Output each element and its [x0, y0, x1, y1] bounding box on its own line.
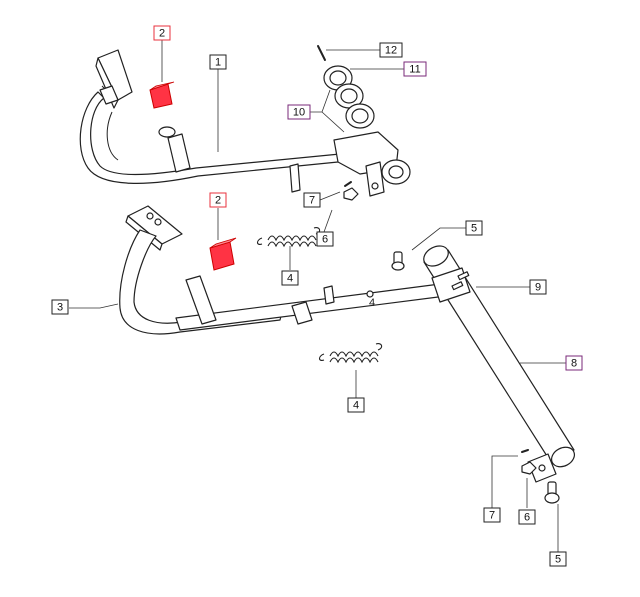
return-spring-top: [256, 227, 321, 248]
callout-label: 12: [385, 45, 397, 57]
callout-4-bottom: 4: [347, 397, 365, 413]
callout-box: [281, 270, 299, 286]
callout-2-mid: 2: [209, 192, 227, 208]
callout-4-top: 4: [281, 270, 299, 286]
callout-label: 2: [215, 195, 221, 207]
callout-9: 9: [529, 279, 547, 295]
callout-7-bottom: 7: [483, 507, 501, 523]
callout-label: 6: [524, 512, 530, 524]
callout-8: 8: [565, 355, 583, 371]
bolt-bottom: [544, 481, 560, 504]
spring-hook-label: 4: [369, 297, 375, 309]
bolt-top: [391, 251, 405, 271]
callout-box: [379, 42, 403, 58]
callout-box: [465, 220, 483, 236]
callout-3: 3: [51, 299, 69, 315]
callout-label: 7: [489, 510, 495, 522]
callout-label: 5: [555, 554, 561, 566]
callout-box: [316, 231, 334, 247]
callout-box: [153, 25, 171, 41]
leader-lines: [69, 40, 566, 552]
callout-label: 9: [535, 282, 541, 294]
callout-5-top: 5: [465, 220, 483, 236]
callout-box: [347, 397, 365, 413]
callout-box: [529, 279, 547, 295]
callout-box: [51, 299, 69, 315]
roll-pin-top: [317, 45, 326, 61]
callout-box: [209, 54, 227, 70]
callout-11: 11: [403, 61, 427, 77]
clip-and-nut-top: [343, 181, 359, 201]
clip-and-nut-bottom: [521, 449, 537, 475]
callout-label: 4: [287, 273, 293, 285]
callout-6-top: 6: [316, 231, 334, 247]
return-spring-bottom: [318, 343, 383, 364]
callout-box: [303, 192, 321, 208]
callout-5-bottom: 5: [549, 551, 567, 567]
callout-1: 1: [209, 54, 227, 70]
callout-label: 7: [309, 195, 315, 207]
callout-box: [565, 355, 583, 371]
callout-label: 2: [159, 28, 165, 40]
callout-box: [287, 104, 311, 120]
callout-box: [549, 551, 567, 567]
callout-label: 8: [571, 358, 577, 370]
lower-pedal-arm: [119, 205, 447, 335]
callout-box: [403, 61, 427, 77]
pedal-pad-top: [149, 81, 175, 109]
washer-stack: [323, 65, 375, 129]
cross-shaft: [423, 245, 576, 483]
callout-label: 3: [57, 302, 63, 314]
callout-box: [518, 509, 536, 525]
callout-2-top: 2: [153, 25, 171, 41]
callout-layer: 2 1 12 11 10 2 7 6 4 5 9 3 8 4 7 6 5: [51, 25, 583, 567]
callout-label: 4: [353, 400, 359, 412]
callout-12: 12: [379, 42, 403, 58]
callout-box: [483, 507, 501, 523]
pedal-pad-bottom: [209, 237, 237, 271]
callout-label: 10: [293, 107, 305, 119]
callout-label: 5: [471, 223, 477, 235]
callout-10: 10: [287, 104, 311, 120]
callout-6-bottom: 6: [518, 509, 536, 525]
callout-label: 6: [322, 234, 328, 246]
callout-label: 11: [409, 64, 420, 76]
callout-7-top: 7: [303, 192, 321, 208]
callout-box: [209, 192, 227, 208]
callout-label: 1: [215, 57, 221, 69]
upper-pedal-arm: [79, 49, 411, 197]
